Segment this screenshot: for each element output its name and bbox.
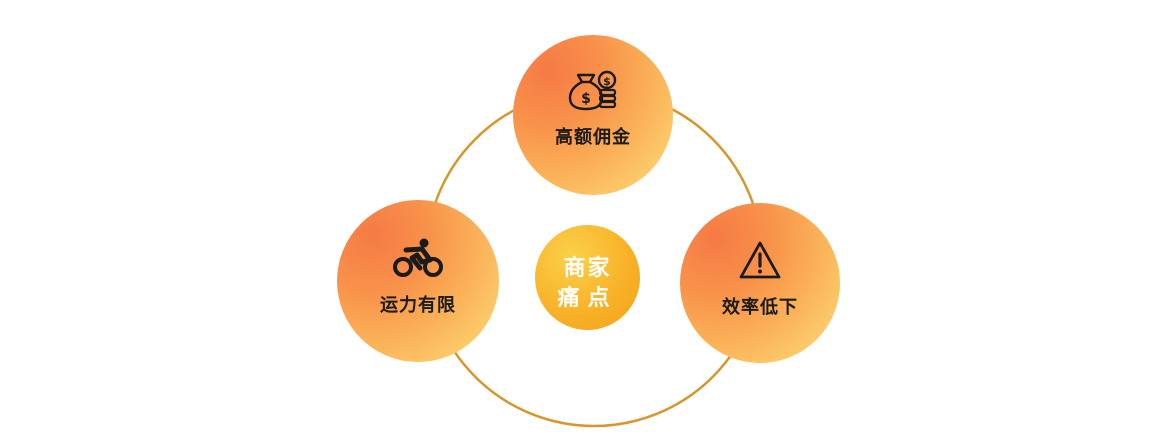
center-title-line1: 商家 <box>563 256 612 281</box>
svg-text:$: $ <box>581 91 591 107</box>
node-label: 效率低下 <box>722 297 798 318</box>
node-label: 高额佣金 <box>555 127 631 148</box>
node-label: 运力有限 <box>380 295 456 316</box>
svg-text:$: $ <box>603 75 611 88</box>
money-bag-coins-icon: $ $ <box>567 67 619 115</box>
node-low-efficiency: 效率低下 <box>680 203 840 363</box>
node-limited-capacity: 运力有限 <box>337 200 499 362</box>
center-title-line2: 痛点 <box>557 286 618 311</box>
node-high-commission: $ $ 高额佣金 <box>513 35 673 195</box>
cyclist-icon <box>392 238 444 282</box>
warning-triangle-icon <box>738 240 782 284</box>
center-merchant-pain-points: 商家 痛点 <box>535 225 640 330</box>
